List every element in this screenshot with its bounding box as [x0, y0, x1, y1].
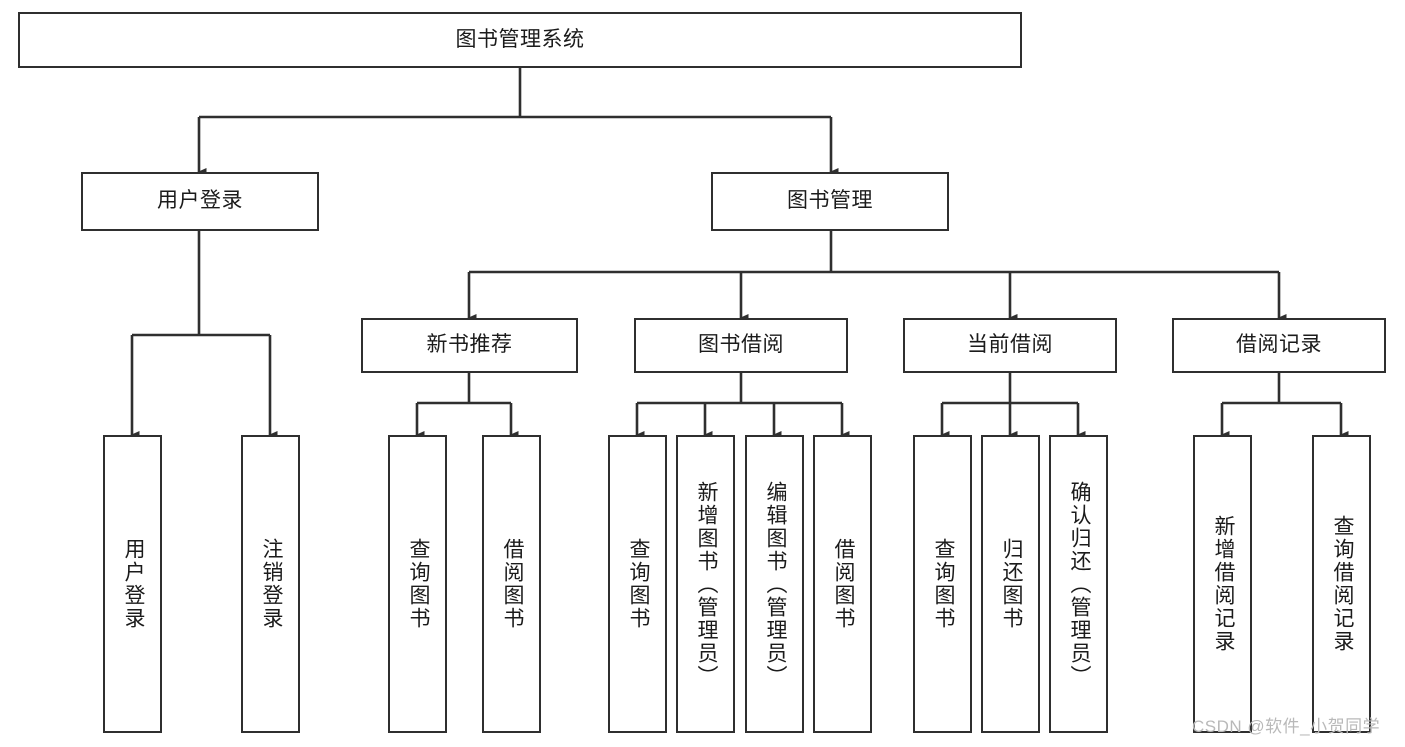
node-leaf-add-record-label: 新增借阅记录 [1211, 515, 1235, 653]
node-current-borrow-label: 当前借阅 [967, 333, 1053, 357]
node-user-login[interactable]: 用户登录 [81, 172, 319, 231]
node-leaf-add-book-label: 新增图书（管理员） [694, 480, 718, 688]
watermark-text: CSDN @软件_小贺同学 [1192, 717, 1381, 736]
node-leaf-return-book-label: 归还图书 [999, 538, 1023, 630]
node-current-borrow[interactable]: 当前借阅 [903, 318, 1117, 373]
node-new-book-rec-label: 新书推荐 [426, 333, 513, 357]
node-leaf-user-login-label: 用户登录 [121, 538, 145, 630]
node-leaf-query-record-label: 查询借阅记录 [1330, 515, 1354, 653]
node-leaf-add-book[interactable]: 新增图书（管理员） [676, 435, 735, 733]
node-leaf-confirm-return[interactable]: 确认归还（管理员） [1049, 435, 1108, 733]
node-leaf-edit-book-label: 编辑图书（管理员） [763, 480, 787, 688]
node-leaf-edit-book[interactable]: 编辑图书（管理员） [745, 435, 804, 733]
node-root[interactable]: 图书管理系统 [18, 12, 1022, 68]
node-book-borrow-label: 图书借阅 [698, 333, 784, 357]
node-leaf-borrow-book-2[interactable]: 借阅图书 [813, 435, 872, 733]
node-leaf-query-book-3[interactable]: 查询图书 [913, 435, 972, 733]
node-borrow-record-label: 借阅记录 [1236, 333, 1322, 357]
node-leaf-user-logout-label: 注销登录 [259, 538, 283, 630]
node-leaf-user-logout[interactable]: 注销登录 [241, 435, 300, 733]
node-leaf-borrow-book-1[interactable]: 借阅图书 [482, 435, 541, 733]
node-leaf-query-book-1-label: 查询图书 [406, 538, 430, 630]
node-new-book-rec[interactable]: 新书推荐 [361, 318, 578, 373]
node-book-manage[interactable]: 图书管理 [711, 172, 949, 231]
node-leaf-query-book-3-label: 查询图书 [931, 538, 955, 630]
node-leaf-query-record[interactable]: 查询借阅记录 [1312, 435, 1371, 733]
node-leaf-borrow-book-1-label: 借阅图书 [500, 538, 524, 630]
node-borrow-record[interactable]: 借阅记录 [1172, 318, 1386, 373]
node-book-manage-label: 图书管理 [787, 189, 873, 213]
node-user-login-label: 用户登录 [157, 189, 243, 213]
node-leaf-query-book-1[interactable]: 查询图书 [388, 435, 447, 733]
node-leaf-query-book-2-label: 查询图书 [626, 538, 650, 630]
node-book-borrow[interactable]: 图书借阅 [634, 318, 848, 373]
node-leaf-user-login[interactable]: 用户登录 [103, 435, 162, 733]
node-leaf-return-book[interactable]: 归还图书 [981, 435, 1040, 733]
node-leaf-borrow-book-2-label: 借阅图书 [831, 538, 855, 630]
node-leaf-add-record[interactable]: 新增借阅记录 [1193, 435, 1252, 733]
node-leaf-confirm-return-label: 确认归还（管理员） [1067, 480, 1091, 688]
node-root-label: 图书管理系统 [455, 27, 585, 51]
node-leaf-query-book-2[interactable]: 查询图书 [608, 435, 667, 733]
